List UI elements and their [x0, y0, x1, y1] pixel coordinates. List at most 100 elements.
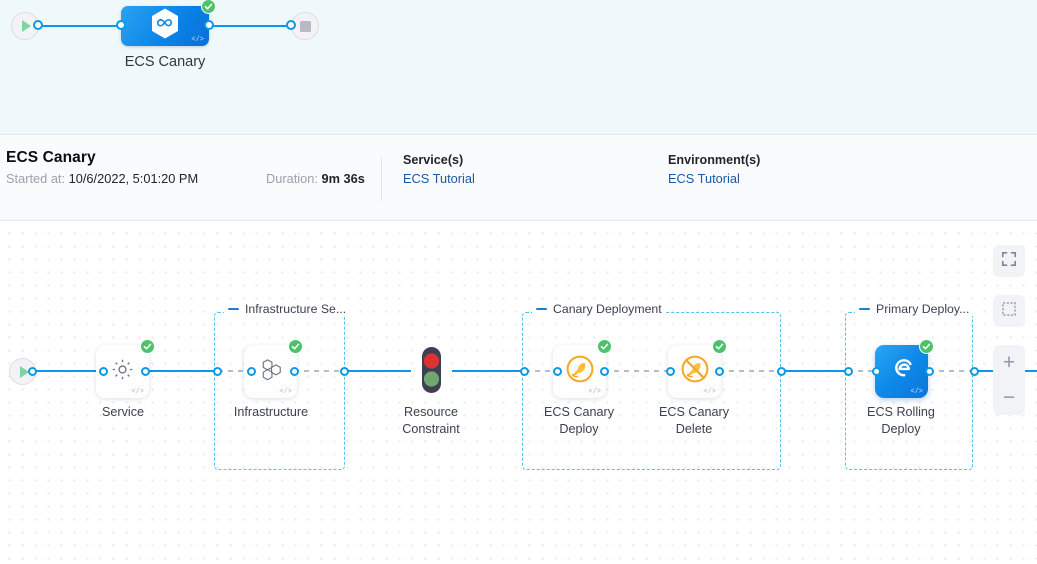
- group-title-canary-deployment: Canary Deployment: [532, 302, 666, 316]
- dashed-selection-icon: [1001, 301, 1017, 322]
- port-canary-deploy-in: [553, 366, 562, 376]
- environment-link-ecs-tutorial[interactable]: ECS Tutorial: [668, 171, 740, 186]
- node-label-line-2: Delete: [675, 422, 713, 436]
- gear-icon: [110, 357, 135, 387]
- port-infra-group-in: [213, 366, 222, 376]
- node-resource-constraint[interactable]: [418, 346, 445, 399]
- node-ecs-rolling-deploy[interactable]: </>: [875, 339, 934, 398]
- minimap-port-end-in: [286, 20, 296, 30]
- node-label-line-2: Constraint: [402, 422, 460, 436]
- pipeline-minimap: </> ECS Canary: [0, 0, 1037, 135]
- node-label-line-1: Resource: [404, 405, 458, 419]
- started-at-value: 10/6/2022, 5:01:20 PM: [68, 171, 199, 186]
- zoom-controls[interactable]: + −: [993, 345, 1025, 415]
- wire-infra-group-to-infra: [218, 370, 251, 372]
- port-infrastructure-out: [290, 366, 299, 376]
- duration-value: 9m 36s: [321, 171, 365, 186]
- group-label: Canary Deployment: [553, 302, 662, 316]
- group-label: Infrastructure Se...: [245, 302, 347, 316]
- node-label-line-1: ECS Canary: [659, 405, 729, 419]
- node-label-ecs-rolling-deploy: ECS Rolling Deploy: [826, 404, 976, 438]
- node-label-resource-constraint: Resource Constraint: [356, 404, 506, 438]
- node-label-ecs-canary-deploy: ECS Canary Deploy: [504, 404, 654, 438]
- services-column: Service(s) ECS Tutorial: [403, 153, 475, 186]
- started-at-label: Started at: [6, 171, 62, 186]
- environments-heading: Environment(s): [668, 153, 761, 167]
- port-rolling-deploy-in: [872, 366, 881, 376]
- group-title-primary-deployment: Primary Deploy...: [855, 302, 974, 316]
- port-primary-group-in: [844, 366, 853, 376]
- port-start-out: [28, 366, 37, 376]
- node-label-line-2: Deploy: [881, 422, 921, 436]
- traffic-light-icon: [418, 347, 445, 398]
- port-canary-deploy-out: [600, 366, 609, 376]
- wire-rolling-to-primary-group-out: [929, 370, 974, 372]
- environments-column: Environment(s) ECS Tutorial: [668, 153, 760, 186]
- collapse-dash-icon: [536, 308, 547, 310]
- port-infrastructure-in: [247, 366, 256, 376]
- wire-start-to-service: [31, 370, 103, 372]
- wire-infra-to-group-out: [294, 370, 342, 372]
- group-label: Primary Deploy...: [876, 302, 970, 316]
- port-infra-group-out: [340, 366, 349, 376]
- execution-graph-canvas[interactable]: Infrastructure Se... Canary Deployment P…: [0, 222, 1037, 564]
- hexagon-cluster-icon: [257, 356, 284, 388]
- execution-duration: Duration: 9m 36s: [266, 171, 365, 186]
- execution-started-at: Started at: 10/6/2022, 5:01:20 PM: [6, 171, 199, 186]
- wire-resource-to-canary-group: [452, 370, 524, 372]
- play-icon: [22, 20, 31, 32]
- execution-info-bar: ECS Canary Started at: 10/6/2022, 5:01:2…: [0, 135, 1037, 221]
- services-heading: Service(s): [403, 153, 464, 167]
- code-badge: </>: [191, 36, 204, 44]
- port-canary-group-in: [520, 366, 529, 376]
- canary-bird-icon: [565, 354, 595, 389]
- minimap-wire-stage-to-end: [208, 25, 292, 27]
- select-area-button[interactable]: [993, 295, 1025, 327]
- status-success-icon: [201, 0, 216, 14]
- port-canary-group-out: [777, 366, 786, 376]
- minimap-port-start-out: [33, 20, 43, 30]
- collapse-dash-icon: [859, 308, 870, 310]
- fullscreen-button[interactable]: [993, 245, 1025, 277]
- node-label-ecs-canary-delete: ECS Canary Delete: [619, 404, 769, 438]
- wire-primary-group-to-rolling: [848, 370, 875, 372]
- port-primary-group-out: [970, 366, 979, 376]
- node-label-service: Service: [102, 405, 144, 419]
- port-service-in: [99, 366, 108, 376]
- wire-canary-group-to-deploy: [525, 370, 553, 372]
- code-badge: </>: [131, 388, 144, 396]
- code-badge: </>: [279, 388, 292, 396]
- node-label-line-2: Deploy: [559, 422, 599, 436]
- port-service-out: [141, 366, 150, 376]
- stop-icon: [299, 20, 311, 32]
- minimap-stage-ecs-canary[interactable]: </>: [121, 0, 216, 46]
- status-success-icon: [712, 339, 727, 354]
- service-link-ecs-tutorial[interactable]: ECS Tutorial: [403, 171, 475, 186]
- ecs-rolling-icon: [888, 355, 916, 388]
- port-canary-delete-out: [715, 366, 724, 376]
- canary-bird-delete-icon: [680, 354, 710, 389]
- play-icon: [19, 365, 29, 378]
- zoom-out-button[interactable]: −: [1002, 386, 1016, 409]
- status-success-icon: [919, 339, 934, 354]
- harness-hexagon-icon: [150, 8, 180, 45]
- node-label-line-1: ECS Rolling: [867, 405, 935, 419]
- port-canary-delete-in: [666, 366, 675, 376]
- port-rolling-deploy-out: [925, 366, 934, 376]
- info-divider: [381, 157, 382, 201]
- wire-canary-group-to-primary-group: [781, 370, 848, 372]
- wire-service-to-infra-group: [145, 370, 217, 372]
- status-success-icon: [597, 339, 612, 354]
- duration-label: Duration: [266, 171, 315, 186]
- zoom-in-button[interactable]: +: [1002, 351, 1016, 374]
- group-title-infrastructure-section: Infrastructure Se...: [224, 302, 351, 316]
- minimap-port-stage-out: [204, 20, 214, 30]
- code-badge: </>: [588, 388, 601, 396]
- node-label-line-1: ECS Canary: [544, 405, 614, 419]
- node-ecs-canary-delete[interactable]: </>: [668, 339, 727, 398]
- status-success-icon: [288, 339, 303, 354]
- fullscreen-icon: [1001, 251, 1017, 272]
- minimap-stage-label: ECS Canary: [124, 54, 206, 70]
- code-badge: </>: [703, 388, 716, 396]
- execution-title: ECS Canary: [6, 149, 96, 166]
